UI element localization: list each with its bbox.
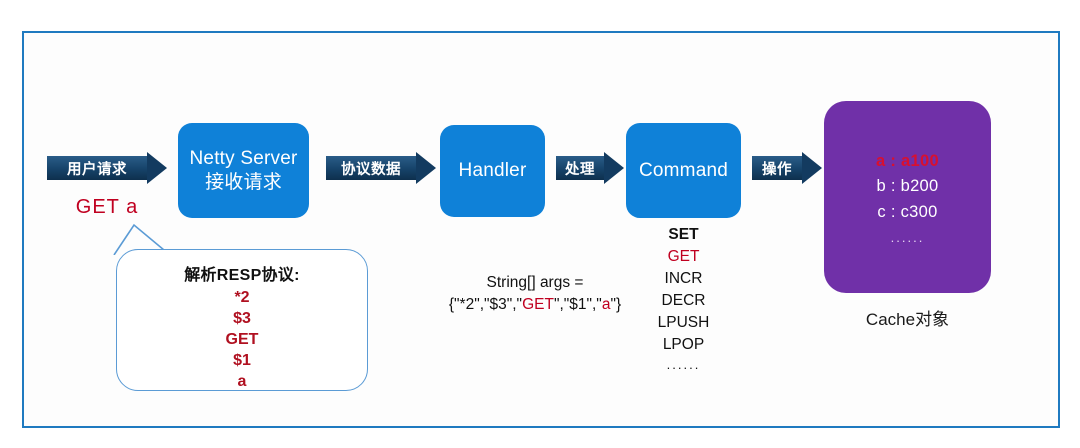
node-cache-object[interactable]: a : a100 b : b200 c : c300 ...... [824, 101, 991, 293]
cache-entry: b : b200 [876, 177, 939, 196]
arrow-operate: 操作 [752, 152, 822, 184]
args-line1: String[] args = [486, 274, 584, 291]
args-middle: ","$1"," [553, 296, 602, 314]
callout-resp-parse: 解析RESP协议: *2 $3 GET $1 a [116, 249, 368, 391]
cache-object-label: Cache对象 [865, 310, 950, 329]
arrow-protocol-data: 协议数据 [326, 152, 436, 184]
arrow-process: 处理 [556, 152, 624, 184]
cache-ellipsis: ...... [890, 230, 925, 246]
arrow-head-icon [604, 152, 624, 184]
command-list-item: LPUSH [657, 314, 710, 331]
node-handler-label: Handler [458, 160, 527, 182]
node-netty-server-line1: Netty Server [189, 148, 298, 170]
arrow-head-icon [802, 152, 822, 184]
cache-entry: a : a100 [876, 151, 939, 170]
callout-line: $3 [233, 310, 251, 328]
command-list-item: GET [667, 248, 700, 265]
arrow-operate-label: 操作 [762, 161, 792, 178]
arrow-user-request: 用户请求 [47, 152, 167, 184]
arrow-process-label: 处理 [565, 161, 595, 178]
args-line2: {"*2","$3","GET","$1","a"} [390, 294, 680, 316]
node-netty-server[interactable]: Netty Server 接收请求 [178, 123, 309, 218]
callout-title: 解析RESP协议: [184, 267, 300, 284]
callout-line: $1 [233, 352, 251, 370]
arrow-process-body: 处理 [556, 156, 604, 180]
node-netty-server-line2: 接收请求 [205, 171, 282, 193]
node-command[interactable]: Command [626, 123, 741, 218]
args-red-get: GET [522, 296, 554, 314]
callout-line: GET [225, 331, 259, 349]
command-list-item: INCR [664, 270, 703, 287]
arrow-operate-body: 操作 [752, 156, 802, 180]
command-list-item: SET [668, 226, 699, 243]
command-list-ellipsis: ...... [666, 357, 701, 372]
node-handler[interactable]: Handler [440, 125, 545, 217]
arrow-protocol-data-label: 协议数据 [341, 161, 401, 178]
request-sample-text: GET a [75, 196, 139, 218]
args-annotation: String[] args = {"*2","$3","GET","$1","a… [390, 272, 680, 317]
command-list: SET GET INCR DECR LPUSH LPOP ...... [626, 224, 741, 374]
arrow-user-request-label: 用户请求 [67, 161, 127, 178]
command-list-item: DECR [661, 292, 706, 309]
arrow-protocol-data-body: 协议数据 [326, 156, 416, 180]
command-list-item: LPOP [662, 336, 705, 353]
cache-entry: c : c300 [877, 202, 938, 221]
args-prefix: {"*2","$3"," [448, 296, 523, 314]
node-command-label: Command [638, 159, 729, 181]
callout-line: a [237, 373, 247, 391]
arrow-user-request-body: 用户请求 [47, 156, 147, 180]
callout-line: *2 [234, 289, 250, 306]
arrow-head-icon [147, 152, 167, 184]
args-suffix: "} [610, 296, 622, 314]
callout-lines: *2 $3 GET $1 a [117, 287, 367, 393]
arrow-head-icon [416, 152, 436, 184]
args-red-a: a [601, 296, 611, 314]
